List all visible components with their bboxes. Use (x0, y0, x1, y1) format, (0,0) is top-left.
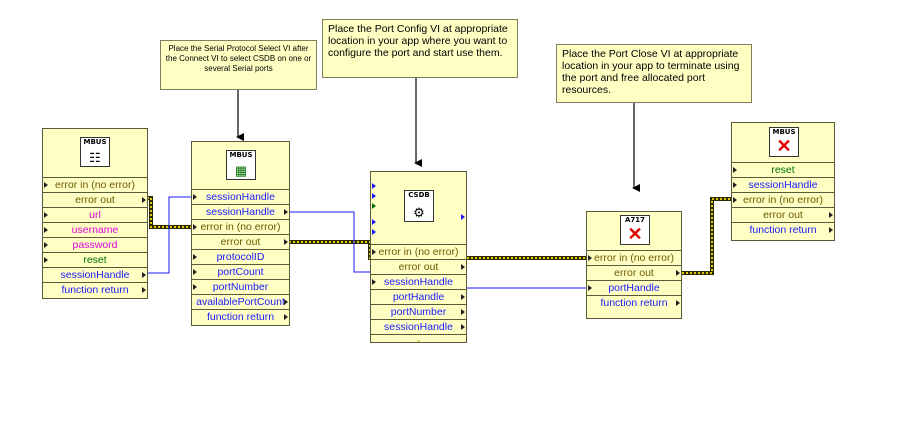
mbus-connect-icon: MBUS ☷ (80, 137, 110, 167)
note-text: Place the Port Config VI at appropriate … (328, 23, 508, 59)
terminal-error-in[interactable]: error in (no error) (371, 245, 466, 260)
vi-header: MBUS ✕ (732, 123, 834, 163)
terminal-available-port-count[interactable]: availablePortCount (192, 295, 289, 310)
pin-icon (372, 203, 376, 209)
vi-header: MBUS ▦ (192, 142, 289, 190)
terminal-port-count[interactable]: portCount (192, 265, 289, 280)
disconnect-vi[interactable]: MBUS ✕ reset sessionHandle error in (no … (731, 122, 835, 241)
wrench-gear-icon: ⚙ (413, 205, 425, 220)
terminal-function-return[interactable]: function return (587, 296, 681, 311)
terminal-function-return[interactable]: function return (43, 283, 147, 298)
note-serial-protocol-select: Place the Serial Protocol Select VI afte… (160, 40, 317, 90)
terminal-error-out[interactable]: error out (371, 260, 466, 275)
vi-header: MBUS ☷ (43, 129, 147, 178)
terminal-function-return[interactable]: function return (732, 223, 834, 238)
terminal-session-handle[interactable]: sessionHandle (43, 268, 147, 283)
terminal-error-out[interactable]: error out (732, 208, 834, 223)
terminal-function-return[interactable]: function return (192, 310, 289, 325)
network-icon: ☷ (89, 150, 101, 165)
terminal-session-handle[interactable]: sessionHandle (732, 178, 834, 193)
note-text: Place the Serial Protocol Select VI afte… (165, 44, 312, 73)
vi-header: A717 ✕ (587, 212, 681, 251)
pin-icon (372, 193, 376, 199)
terminal-password[interactable]: password (43, 238, 147, 253)
serial-protocol-select-vi[interactable]: MBUS ▦ sessionHandle sessionHandle error… (191, 141, 290, 326)
terminal-username[interactable]: username (43, 223, 147, 238)
pin-icon (372, 219, 376, 225)
terminal-session-handle-out[interactable]: sessionHandle (192, 205, 289, 220)
terminal-error-in[interactable]: error in (no error) (192, 220, 289, 235)
terminal-error-out[interactable]: error out (587, 266, 681, 281)
port-close-vi[interactable]: A717 ✕ error in (no error) error out por… (586, 211, 682, 319)
terminal-port-handle[interactable]: portHandle (371, 290, 466, 305)
config-input-pins (371, 172, 377, 244)
serial-port-icon: ▦ (234, 163, 248, 178)
a717-close-icon: A717 ✕ (620, 215, 650, 245)
reference-wire (147, 196, 588, 289)
terminal-error-out[interactable]: error out (192, 235, 289, 250)
note-port-config: Place the Port Config VI at appropriate … (322, 19, 518, 78)
vi-header: CSDB ⚙ (371, 172, 466, 245)
terminal-port-number[interactable]: portNumber (192, 280, 289, 295)
terminal-port-handle[interactable]: portHandle (587, 281, 681, 296)
pin-icon (461, 214, 465, 220)
port-config-vi[interactable]: CSDB ⚙ error in (no error) error out ses… (370, 171, 467, 344)
pin-icon (372, 229, 376, 235)
terminal-error-in[interactable]: error in (no error) (732, 193, 834, 208)
expand-chevron-icon[interactable]: ⌄ (415, 335, 422, 344)
note-port-close: Place the Port Close VI at appropriate l… (556, 44, 752, 103)
close-x-icon: ✕ (627, 224, 643, 244)
close-x-icon: ✕ (776, 136, 792, 156)
terminal-error-in[interactable]: error in (no error) (43, 178, 147, 193)
terminal-reset[interactable]: reset (732, 163, 834, 178)
terminal-session-handle-in[interactable]: sessionHandle (371, 275, 466, 290)
mbus-serial-icon: MBUS ▦ (226, 150, 256, 180)
csdb-config-icon: CSDB ⚙ (404, 190, 434, 222)
terminal-url[interactable]: url (43, 208, 147, 223)
terminal-protocol-id[interactable]: protocolID (192, 250, 289, 265)
terminal-session-handle-out[interactable]: sessionHandle (371, 320, 466, 335)
terminal-port-number[interactable]: portNumber (371, 305, 466, 320)
terminal-error-in[interactable]: error in (no error) (587, 251, 681, 266)
terminal-reset[interactable]: reset (43, 253, 147, 268)
note-text: Place the Port Close VI at appropriate l… (562, 48, 740, 96)
terminal-error-out[interactable]: error out (43, 193, 147, 208)
mbus-disconnect-icon: MBUS ✕ (769, 127, 799, 157)
terminal-session-handle-in[interactable]: sessionHandle (192, 190, 289, 205)
connect-vi[interactable]: MBUS ☷ error in (no error) error out url… (42, 128, 148, 299)
pin-icon (372, 183, 376, 189)
